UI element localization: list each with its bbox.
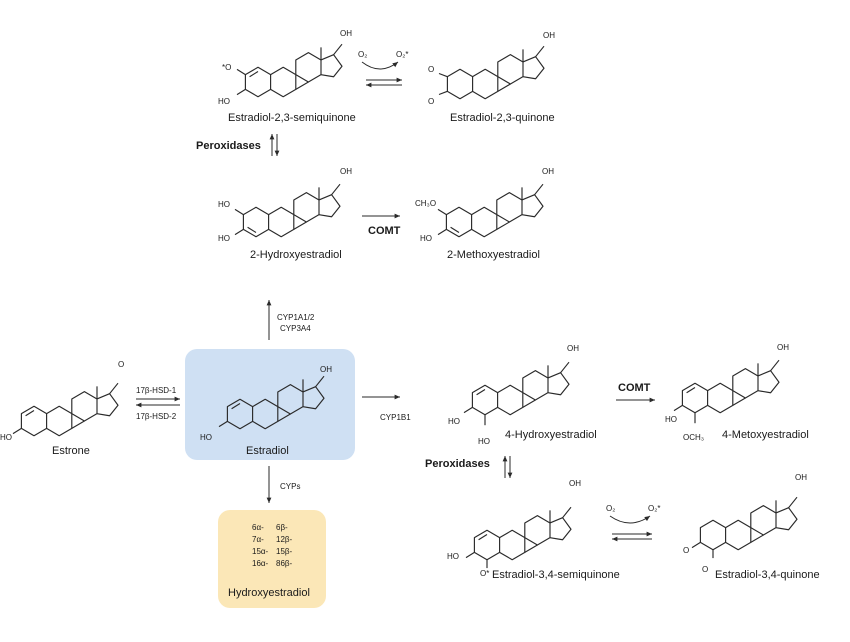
estradiol-34-semiquinone-structure	[465, 506, 572, 569]
metoxyestradiol-4-structure	[673, 359, 780, 424]
hydroxyestradiol-2-structure	[234, 183, 341, 238]
hydroxy-position-beta: 15β-	[276, 547, 293, 556]
hydroxy-position-beta: 6β-	[276, 523, 288, 532]
methoxyestradiol-2-structure	[437, 183, 544, 238]
o2star-label-top: O₂*	[396, 50, 408, 59]
ho-label-4-metoxy: HO	[665, 415, 677, 424]
hydroxy-position-alpha: 6α-	[252, 523, 264, 532]
hydroxy-position-alpha: 16α-	[252, 559, 269, 568]
comt-label-right: COMT	[618, 382, 651, 394]
ch3o-label: CH₃O	[415, 199, 436, 208]
peroxidases-label-bottom: Peroxidases	[425, 458, 490, 470]
hydroxyestradiol-2-label: 2-Hydroxyestradiol	[250, 249, 342, 261]
o-radical-label-bottom: O*	[480, 569, 489, 578]
ho-label-estradiol: HO	[200, 433, 212, 442]
cyp1a1-label: CYP1A1/2	[277, 313, 315, 322]
ho-label-2-hydroxy-2: HO	[218, 234, 230, 243]
estradiol-23-quinone-structure	[438, 45, 545, 100]
cyp1b1-label: CYP1B1	[380, 413, 411, 422]
o2-curved-arrow-bottom	[609, 515, 651, 524]
hydroxyestradiol-4-label: 4-Hydroxyestradiol	[505, 429, 597, 441]
oh-label-quinone: OH	[543, 31, 555, 40]
hydroxyestradiol-label: Hydroxyestradiol	[228, 587, 310, 599]
ho-label-4-hydroxy-2: HO	[478, 437, 490, 446]
oh-label-4-hydroxy: OH	[567, 344, 579, 353]
estradiol-23-semiquinone-label: Estradiol-2,3-semiquinone	[228, 112, 356, 124]
hydroxyestradiol-box	[218, 510, 326, 608]
methoxyestradiol-2-label: 2-Methoxyestradiol	[447, 249, 540, 261]
hydroxyestradiol-4-structure	[463, 361, 570, 426]
oh-label-4-metoxy: OH	[777, 343, 789, 352]
o-label-estrone: O	[118, 360, 124, 369]
hydroxy-positions-list: 6α- 6β- 7α- 12β- 15α- 15β- 16α- 86β-	[252, 523, 293, 568]
estradiol-23-quinone-label: Estradiol-2,3-quinone	[450, 112, 555, 124]
cyp3a4-label: CYP3A4	[280, 324, 311, 333]
o-label-quinone-1: O	[428, 65, 434, 74]
o-radical-label: *O	[222, 63, 231, 72]
comt-label-top: COMT	[368, 225, 401, 237]
estradiol-23-semiquinone-structure	[236, 43, 343, 98]
oh-label-semiquinone: OH	[340, 29, 352, 38]
ho-label-semiquinone: HO	[218, 97, 230, 106]
o2star-label-bottom: O₂*	[648, 504, 660, 513]
o-label-34-quinone-1: O	[683, 546, 689, 555]
o2-curved-arrow-top	[361, 61, 399, 70]
oh-label-2-methoxy: OH	[542, 167, 554, 176]
o2-label-bottom: O₂	[606, 504, 615, 513]
o-label-quinone-2: O	[428, 97, 434, 106]
hsd1-label: 17β-HSD-1	[136, 386, 177, 395]
metoxyestradiol-4-label: 4-Metoxyestradiol	[722, 429, 809, 441]
ho-label-4-hydroxy-1: HO	[448, 417, 460, 426]
estrone-label: Estrone	[52, 445, 90, 457]
hsd2-label: 17β-HSD-2	[136, 412, 177, 421]
estradiol-box	[185, 349, 355, 460]
estradiol-34-quinone-label: Estradiol-3,4-quinone	[715, 569, 820, 581]
och3-label: OCH₃	[683, 433, 704, 442]
estradiol-34-quinone-structure	[691, 496, 798, 559]
oh-label-34-quinone: OH	[795, 473, 807, 482]
o2-label-top: O₂	[358, 50, 367, 59]
ho-label-2-methoxy: HO	[420, 234, 432, 243]
oh-label-2-hydroxy: OH	[340, 167, 352, 176]
hydroxy-position-alpha: 15α-	[252, 547, 269, 556]
estradiol-label: Estradiol	[246, 445, 289, 457]
cyps-label: CYPs	[280, 482, 300, 491]
estrone-structure	[12, 382, 119, 437]
ho-label-2-hydroxy-1: HO	[218, 200, 230, 209]
peroxidases-label-top: Peroxidases	[196, 140, 261, 152]
oh-label-34-semiquinone: OH	[569, 479, 581, 488]
ho-label-estrone: HO	[0, 433, 12, 442]
ho-label-34-semiquinone: HO	[447, 552, 459, 561]
estradiol-structure	[218, 375, 325, 430]
estradiol-34-semiquinone-label: Estradiol-3,4-semiquinone	[492, 569, 620, 581]
oh-label-estradiol: OH	[320, 365, 332, 374]
o-label-34-quinone-2: O	[702, 565, 708, 574]
hydroxy-position-beta: 86β-	[276, 559, 293, 568]
hydroxy-position-alpha: 7α-	[252, 535, 264, 544]
hydroxy-position-beta: 12β-	[276, 535, 293, 544]
